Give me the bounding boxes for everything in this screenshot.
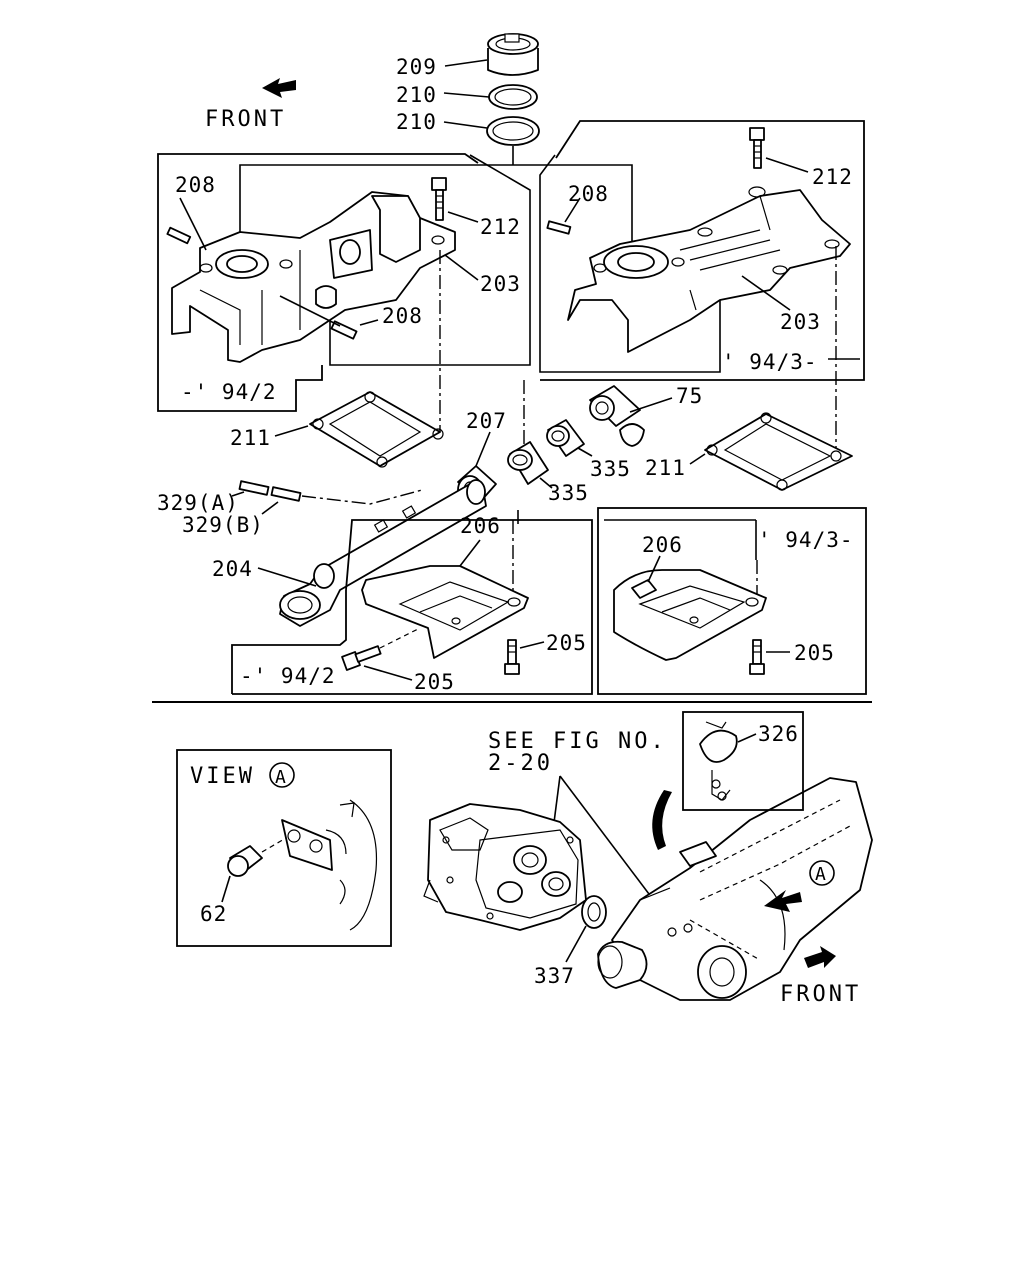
- part-335-bushing-b: [546, 419, 593, 457]
- part-208-pin-left-mid: [279, 295, 379, 340]
- left-housing-group: -' 94/2 212 203: [157, 153, 521, 412]
- part-208-pin-right: [546, 197, 581, 235]
- view-a-box: VIEW A 62: [176, 749, 392, 947]
- label-205-left-bolt: 205: [546, 631, 587, 655]
- part-75-bushing: [589, 385, 673, 447]
- view-a-marker: A: [764, 860, 835, 912]
- see-fig-line1: SEE FIG NO.: [488, 729, 667, 754]
- part-62-plug: [221, 837, 287, 903]
- label-205-left: 205: [414, 670, 455, 694]
- label-206-right: 206: [642, 533, 683, 557]
- label-329-b: 329(B): [182, 513, 264, 537]
- part-209-cap: [444, 33, 539, 76]
- label-212-left: 212: [480, 215, 521, 239]
- label-326: 326: [758, 722, 799, 746]
- part-206-cover-left: [361, 539, 529, 659]
- part-326-inset: [682, 711, 804, 811]
- label-212-right: 212: [812, 165, 853, 189]
- label-335-a: 335: [590, 457, 631, 481]
- label-211-right: 211: [645, 456, 686, 480]
- range-right-top: ' 94/3-: [722, 350, 818, 374]
- lower-left-cover-group: 206 205 205 -' 94/2: [231, 510, 593, 695]
- lower-right-cover-group: ' 94/3- 206 205: [597, 507, 867, 695]
- part-203-housing-right: [567, 189, 851, 353]
- label-209: 209: [396, 55, 437, 79]
- part-206-cover-right: [613, 555, 767, 661]
- front-label-top: FRONT: [205, 107, 286, 132]
- part-212-bolt-right: [748, 127, 809, 198]
- part-205-bolt-left-a: [504, 639, 545, 675]
- label-203-right: 203: [780, 310, 821, 334]
- label-210-b: 210: [396, 110, 437, 134]
- part-335-bushing-a: [507, 441, 553, 489]
- front-label-bottom: FRONT: [780, 982, 861, 1007]
- front-arrow-bottom: FRONT: [780, 946, 861, 1007]
- part-210-ring-a: [443, 84, 538, 110]
- label-205-right: 205: [794, 641, 835, 665]
- part-212-bolt-left: [431, 177, 479, 223]
- label-208-left-mid: 208: [382, 304, 423, 328]
- transmission-assembly: [597, 777, 873, 1001]
- label-208-left-top: 208: [175, 173, 216, 197]
- label-62: 62: [200, 902, 227, 926]
- label-204: 204: [212, 557, 253, 581]
- label-210-a: 210: [396, 83, 437, 107]
- label-211-left: 211: [230, 426, 271, 450]
- label-206-left: 206: [460, 514, 501, 538]
- label-337: 337: [534, 964, 575, 988]
- part-210-ring-b: [443, 116, 540, 146]
- label-75: 75: [676, 384, 703, 408]
- part-205-bolt-left-b: [341, 627, 421, 681]
- part-203-housing-left: [171, 191, 456, 363]
- range-left-bottom: -' 94/2: [240, 664, 336, 688]
- label-335-b: 335: [548, 481, 589, 505]
- label-208-right: 208: [568, 182, 609, 206]
- right-housing-group: ' 94/3- 212 203: [540, 120, 865, 381]
- part-211-gasket-left: [274, 391, 444, 468]
- label-207: 207: [466, 409, 507, 433]
- view-label: VIEW: [190, 764, 255, 789]
- label-329-a: 329(A): [157, 491, 239, 515]
- part-208-pin-left-top: [166, 197, 207, 251]
- part-205-bolt-right: [749, 639, 790, 675]
- part-337-seal: [565, 895, 607, 963]
- label-203-left: 203: [480, 272, 521, 296]
- part-329-pins: [231, 480, 423, 515]
- part-211-gasket-right: [689, 412, 853, 491]
- range-left-top: -' 94/2: [181, 380, 277, 404]
- see-fig-line2: 2-20: [488, 751, 553, 776]
- front-arrow-top: FRONT: [205, 78, 296, 132]
- transfer-case-housing: [423, 803, 587, 931]
- marker-circle-label: A: [815, 864, 826, 885]
- view-circle-label: A: [275, 767, 286, 788]
- range-right-bottom: ' 94/3-: [758, 528, 854, 552]
